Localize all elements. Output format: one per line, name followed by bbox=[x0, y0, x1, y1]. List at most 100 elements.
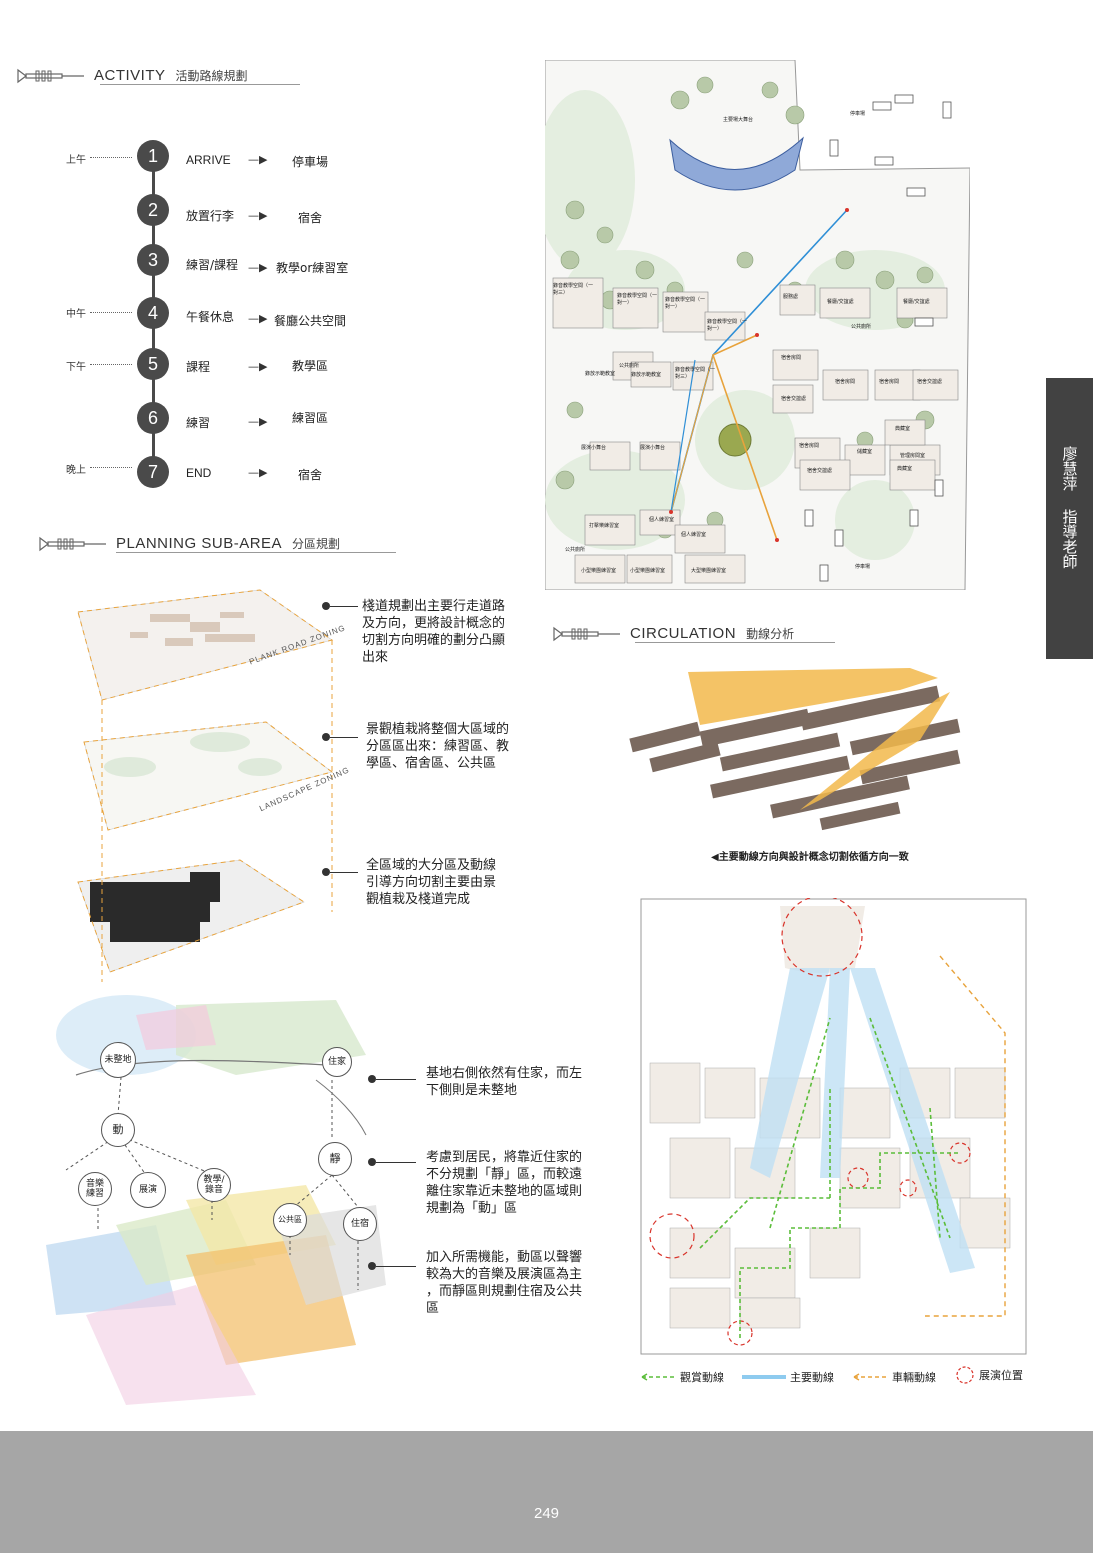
activity-step-5-dest: 教學區 bbox=[292, 359, 329, 373]
trumpet-icon bbox=[553, 626, 620, 642]
activity-title-en: ACTIVITY bbox=[94, 67, 166, 84]
legend-main: 主要動線 bbox=[742, 1369, 834, 1385]
activity-step-2-dest: 宿舍 bbox=[298, 211, 323, 225]
site-label: 展演小舞台 bbox=[581, 445, 607, 451]
legend-green-dash-icon bbox=[641, 1373, 674, 1381]
circulation-plan-diagram bbox=[640, 898, 1027, 1355]
site-label: 個人練習室 bbox=[681, 532, 707, 538]
site-label: 錄音教學空間（一對一） bbox=[617, 293, 658, 306]
planning-header: PLANNING SUB-AREA 分區規劃 bbox=[38, 530, 340, 552]
bullet bbox=[368, 1262, 376, 1270]
time-leader bbox=[90, 157, 132, 158]
zone-node-unbuilt: 未整地 bbox=[100, 1042, 136, 1078]
arrow-right-icon: —▶ bbox=[248, 312, 268, 325]
bullet bbox=[368, 1158, 376, 1166]
circulation-caption: ◀主要動線方向與設計概念切割依循方向一致 bbox=[711, 852, 909, 863]
site-label: 儲藏室 bbox=[857, 449, 873, 455]
site-label: 大型樂團練習室 bbox=[691, 568, 727, 574]
planning-rule bbox=[116, 552, 396, 553]
planning-desc-2: 景觀植栽將整個大區域的 分區區出來：練習區、教 學區、宿舍區、公共區 bbox=[366, 722, 510, 771]
activity-step-1-dest: 停車場 bbox=[292, 155, 329, 169]
site-label: 宿舍房間 bbox=[799, 443, 820, 449]
circulation-header: CIRCULATION 動線分析 bbox=[552, 620, 794, 642]
site-label: 停車場 bbox=[850, 111, 866, 117]
site-label: 宿舍交誼處 bbox=[917, 379, 943, 385]
activity-step-2-label: 放置行李 bbox=[186, 209, 235, 223]
arrow-right-icon: —▶ bbox=[248, 360, 268, 373]
activity-step-6-dest: 練習區 bbox=[292, 411, 329, 425]
bullet-line bbox=[330, 606, 358, 607]
bullet-line bbox=[376, 1162, 416, 1163]
site-label: 小型樂團練習室 bbox=[630, 568, 666, 574]
bullet bbox=[322, 733, 330, 741]
time-leader bbox=[90, 467, 132, 468]
time-noon: 中午 bbox=[66, 309, 86, 320]
activity-node-1: 1 bbox=[137, 140, 169, 172]
activity-step-3-label: 練習/課程 bbox=[186, 258, 239, 272]
bullet bbox=[322, 602, 330, 610]
site-label: 打擊樂練習室 bbox=[589, 523, 620, 529]
activity-title-zh: 活動路線規劃 bbox=[175, 69, 248, 83]
activity-step-5-label: 課程 bbox=[186, 360, 211, 374]
site-label: 錄放示範教室 bbox=[631, 372, 662, 378]
activity-step-6-label: 練習 bbox=[186, 416, 211, 430]
site-label: 展演小舞台 bbox=[640, 445, 666, 451]
site-label: 個人練習室 bbox=[649, 517, 675, 523]
activity-step-4-dest: 餐廳公共空間 bbox=[274, 314, 347, 328]
zoning-tree-background bbox=[46, 995, 386, 1405]
activity-step-4-label: 午餐休息 bbox=[186, 310, 235, 324]
site-label: 錄音教學空間（一對三） bbox=[675, 367, 716, 380]
bullet-line bbox=[330, 737, 358, 738]
site-label: 錄音教學空間（一對一） bbox=[707, 319, 748, 332]
zone-node-public: 公共區 bbox=[273, 1203, 307, 1237]
site-label: 典藏室 bbox=[895, 426, 911, 432]
time-leader bbox=[90, 312, 132, 313]
advisor-side-tab: 廖慧萍 指導老師 bbox=[1046, 378, 1093, 659]
zone-node-dynamic: 動 bbox=[101, 1113, 135, 1147]
zone-node-house: 住家 bbox=[322, 1047, 352, 1077]
site-label: 餐廳/交誼處 bbox=[903, 299, 930, 305]
zoning-desc-2: 考慮到居民，將靠近住家的 不分規劃「靜」區，而較遠 離住家靠近未整地的區域則 規… bbox=[426, 1150, 583, 1216]
circulation-title-en: CIRCULATION bbox=[630, 625, 737, 642]
legend-orange-dash-icon bbox=[853, 1373, 886, 1381]
legend-red-circle-icon bbox=[956, 1366, 974, 1384]
site-label: 公共廁所 bbox=[851, 324, 872, 330]
legend-blue-brush-icon bbox=[742, 1375, 786, 1379]
site-label: 宿舍房間 bbox=[879, 379, 900, 385]
activity-step-7-label: END bbox=[186, 466, 212, 480]
arrow-right-icon: —▶ bbox=[248, 415, 268, 428]
legend-performance: 展演位置 bbox=[955, 1366, 1023, 1384]
zone-node-static: 靜 bbox=[318, 1142, 352, 1176]
activity-node-4: 4 bbox=[137, 297, 169, 329]
trumpet-icon bbox=[39, 536, 106, 552]
zoning-desc-3: 加入所需機能，動區以聲響 較為大的音樂及展演區為主 ，而靜區則規劃住宿及公共 區 bbox=[426, 1250, 583, 1316]
advisor-role: 指導老師 bbox=[1060, 509, 1079, 569]
zone-node-dorm: 住宿 bbox=[343, 1207, 377, 1241]
activity-node-7: 7 bbox=[137, 456, 169, 488]
site-plan-drawing bbox=[545, 60, 970, 590]
site-label: 管理房間室 bbox=[900, 453, 926, 459]
legend-vehicle: 車輛動線 bbox=[852, 1369, 936, 1385]
activity-node-5: 5 bbox=[137, 348, 169, 380]
activity-step-7-dest: 宿舍 bbox=[298, 468, 323, 482]
arrow-right-icon: —▶ bbox=[248, 153, 268, 166]
time-afternoon: 下午 bbox=[66, 362, 86, 373]
activity-step-3-dest: 教學or練習室 bbox=[276, 261, 349, 275]
arrow-right-icon: —▶ bbox=[248, 261, 268, 274]
site-label: 錄音教學空間（一對三） bbox=[553, 283, 594, 296]
site-label: 餐廳/交誼處 bbox=[827, 299, 854, 305]
advisor-name: 廖慧萍 bbox=[1060, 446, 1079, 491]
planning-title-en: PLANNING SUB-AREA bbox=[116, 535, 283, 552]
zoning-layers-diagram bbox=[77, 589, 334, 982]
site-label: 宿舍交誼處 bbox=[807, 468, 833, 474]
activity-node-3: 3 bbox=[137, 244, 169, 276]
bullet-line bbox=[376, 1266, 416, 1267]
zone-node-music: 音樂練習 bbox=[78, 1172, 112, 1206]
time-morning: 上午 bbox=[66, 155, 86, 166]
site-label: 典藏室 bbox=[897, 466, 913, 472]
planning-desc-1: 棧道規劃出主要行走道路 及方向，更將設計概念的 切割方向明確的劃分凸顯 出來 bbox=[362, 599, 506, 665]
site-label: 錄放示範教室 bbox=[585, 371, 616, 377]
site-label: 宿舍房間 bbox=[781, 355, 802, 361]
zone-node-teach: 教學/錄音 bbox=[197, 1168, 231, 1202]
zone-node-show: 展演 bbox=[130, 1172, 166, 1208]
